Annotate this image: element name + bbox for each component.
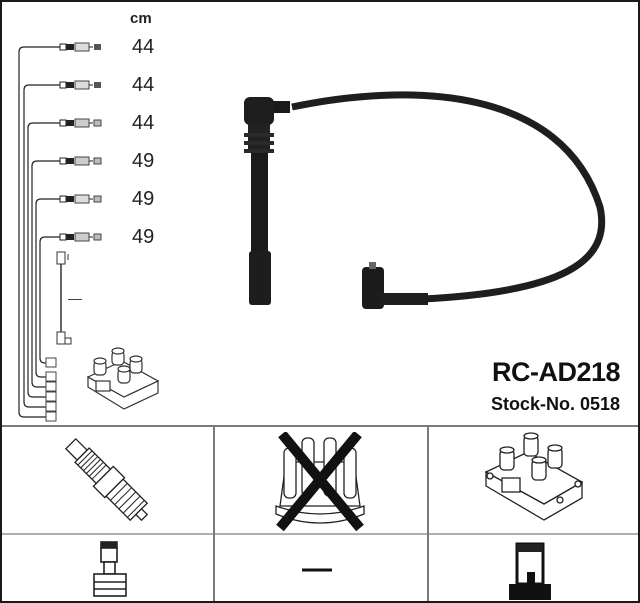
stock-number: Stock-No. 0518 (490, 394, 620, 414)
length-1: 44 (132, 36, 155, 58)
spark-plug-icon (64, 437, 149, 522)
extra-lead-mark: — (68, 290, 82, 306)
length-unit: cm (130, 10, 152, 27)
grid-divider-v2 (427, 426, 429, 601)
length-4: 49 (132, 150, 155, 172)
ignition-cable-icon (244, 91, 606, 309)
grid-divider-middle (2, 533, 638, 535)
length-3: 44 (132, 112, 155, 134)
coil-connector-icon (509, 542, 551, 600)
plug-connector-icon (93, 541, 127, 597)
ignition-coil-icon (86, 347, 160, 410)
length-2: 44 (132, 74, 155, 96)
ignition-coil-large-icon (484, 432, 584, 521)
product-code: RC-AD218 (491, 357, 621, 387)
cable-set-panel: cm 44 44 44 49 49 49 (2, 2, 638, 425)
grid-divider-v1 (213, 426, 215, 601)
grid-divider-top (2, 425, 638, 427)
distributor-connector-none: — (302, 552, 332, 585)
distributor-cap-crossed-icon (275, 432, 365, 532)
wiring-schematic-icon (18, 42, 102, 422)
length-5: 49 (132, 188, 155, 210)
length-6: 49 (132, 226, 155, 248)
